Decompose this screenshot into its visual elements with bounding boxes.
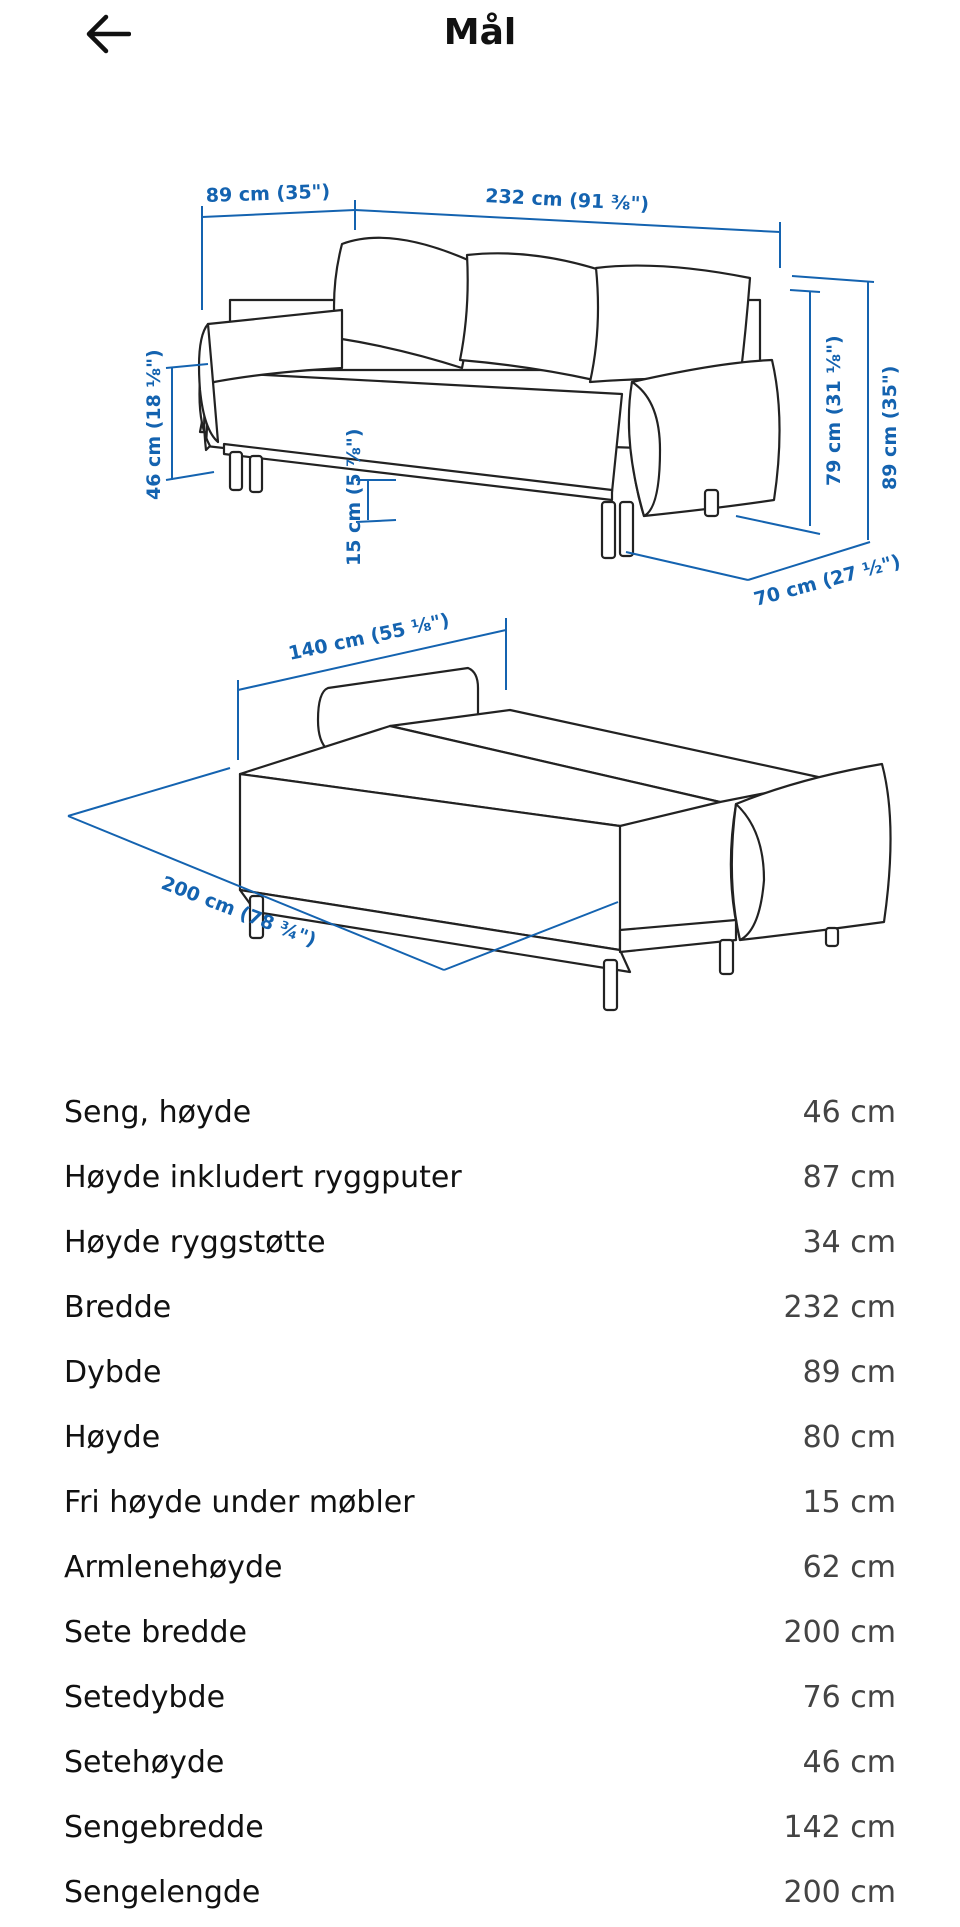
header-bar: Mål (0, 0, 960, 70)
spec-row: Seng, høyde 46 cm (64, 1080, 896, 1145)
spec-label: Høyde ryggstøtte (64, 1224, 326, 1260)
spec-row: Sete bredde 200 cm (64, 1600, 896, 1665)
spec-value: 232 cm (783, 1289, 896, 1325)
spec-list: Seng, høyde 46 cm Høyde inkludert ryggput… (64, 1080, 896, 1925)
spec-value: 87 cm (802, 1159, 896, 1195)
spec-row: Sengelengde 200 cm (64, 1860, 896, 1925)
spec-value: 34 cm (802, 1224, 896, 1260)
spec-value: 76 cm (802, 1679, 896, 1715)
label-floor-clearance: 15 cm (5 ⅞") (343, 429, 365, 567)
spec-label: Setedybde (64, 1679, 226, 1715)
spec-row: Setehøyde 46 cm (64, 1730, 896, 1795)
spec-row: Fri høyde under møbler 15 cm (64, 1470, 896, 1535)
label-back-height: 79 cm (31 ⅛") (823, 335, 845, 486)
spec-value: 142 cm (783, 1809, 896, 1845)
spec-label: Høyde inkludert ryggputer (64, 1159, 462, 1195)
spec-label: Dybde (64, 1354, 162, 1390)
label-depth: 70 cm (27 ½") (752, 551, 903, 611)
sofa-dimension-lines (165, 200, 875, 581)
label-total-width: 232 cm (91 ⅜") (485, 185, 650, 216)
label-seat-height: 46 cm (18 ⅛") (143, 349, 165, 500)
spec-row: Dybde 89 cm (64, 1340, 896, 1405)
label-bed-width: 140 cm (55 ⅛") (286, 609, 451, 665)
spec-label: Bredde (64, 1289, 172, 1325)
spec-label: Armlenehøyde (64, 1549, 283, 1585)
spec-row: Sengebredde 142 cm (64, 1795, 896, 1860)
arrow-left-icon (86, 14, 131, 54)
spec-value: 80 cm (802, 1419, 896, 1455)
spec-label: Sengelengde (64, 1874, 261, 1910)
dimension-illustration: 89 cm (35") 232 cm (91 ⅜") 46 cm (18 ⅛")… (0, 160, 960, 1020)
spec-label: Setehøyde (64, 1744, 225, 1780)
sofa-dimension-labels: 89 cm (35") 232 cm (91 ⅜") 46 cm (18 ⅛")… (143, 181, 903, 611)
spec-label: Seng, høyde (64, 1094, 252, 1130)
spec-label: Høyde (64, 1419, 161, 1455)
spec-label: Sengebredde (64, 1809, 264, 1845)
spec-value: 62 cm (802, 1549, 896, 1585)
spec-label: Sete bredde (64, 1614, 247, 1650)
spec-value: 200 cm (783, 1614, 896, 1650)
spec-row: Høyde ryggstøtte 34 cm (64, 1210, 896, 1275)
spec-row: Bredde 232 cm (64, 1275, 896, 1340)
label-armrest-width: 89 cm (35") (205, 181, 330, 207)
sofa-drawing (197, 236, 781, 560)
page-title: Mål (443, 12, 517, 53)
spec-label: Fri høyde under møbler (64, 1484, 415, 1520)
spec-value: 46 cm (802, 1744, 896, 1780)
bed-dimension-lines (67, 618, 619, 971)
spec-value: 15 cm (802, 1484, 896, 1520)
spec-value: 46 cm (802, 1094, 896, 1130)
spec-row: Høyde inkludert ryggputer 87 cm (64, 1145, 896, 1210)
spec-row: Høyde 80 cm (64, 1405, 896, 1470)
label-total-height: 89 cm (35") (879, 366, 901, 490)
bed-drawing (238, 666, 892, 1012)
spec-row: Setedybde 76 cm (64, 1665, 896, 1730)
back-button[interactable] (80, 8, 136, 60)
spec-row: Armlenehøyde 62 cm (64, 1535, 896, 1600)
spec-value: 89 cm (802, 1354, 896, 1390)
spec-value: 200 cm (783, 1874, 896, 1910)
